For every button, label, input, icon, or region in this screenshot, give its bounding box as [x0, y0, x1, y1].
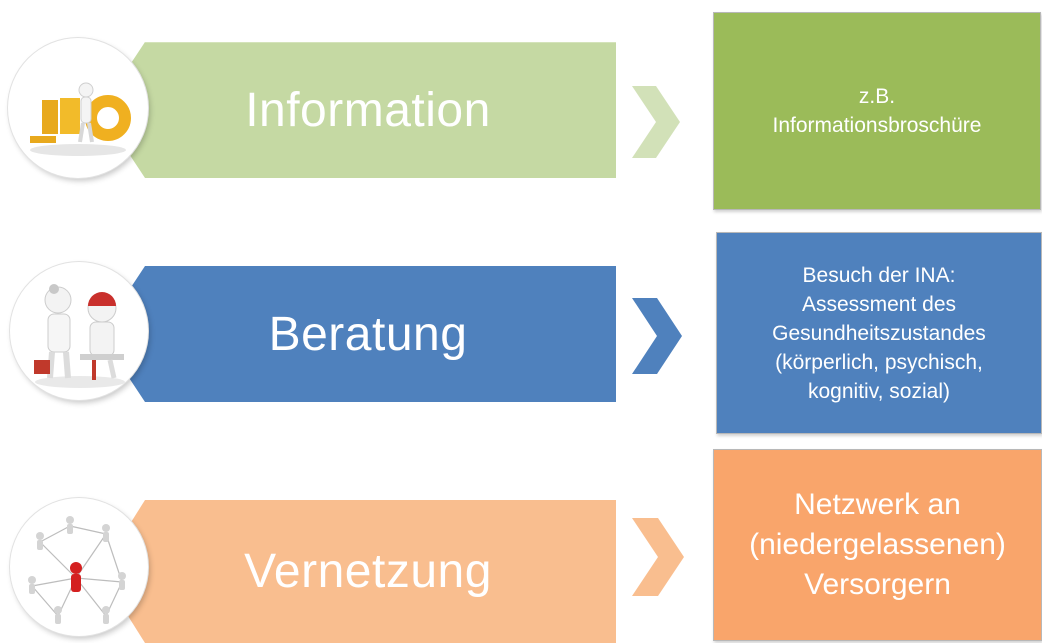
- banner-beratung: Beratung: [100, 266, 616, 402]
- detail-line: Netzwerk an: [794, 488, 961, 521]
- detail-box-information: z.B. Informationsbroschüre: [713, 12, 1041, 210]
- detail-line: (körperlich, psychisch,: [775, 350, 983, 374]
- chevron-right-icon: [632, 86, 680, 158]
- detail-line: Besuch der INA:: [802, 263, 956, 287]
- detail-line: Versorgern: [804, 568, 951, 601]
- detail-line: z.B.: [858, 85, 896, 108]
- detail-box-beratung: Besuch der INA: Assessment des Gesundhei…: [716, 232, 1042, 434]
- detail-line: Informationsbroschüre: [772, 114, 982, 137]
- banner-label: Information: [245, 84, 491, 137]
- detail-line: (niedergelassenen): [749, 528, 1006, 561]
- detail-line: Gesundheitszustandes: [772, 321, 986, 345]
- chevron-right-icon: [632, 518, 684, 596]
- detail-line: Assessment des: [801, 292, 957, 316]
- banner-vernetzung: Vernetzung: [100, 500, 616, 643]
- detail-line: kognitiv, sozial): [807, 379, 950, 403]
- info-figures-icon: [8, 38, 148, 178]
- banner-label: Vernetzung: [244, 545, 492, 598]
- chevron-right-icon: [632, 298, 682, 374]
- banner-label: Beratung: [268, 307, 468, 361]
- network-people-icon: [10, 498, 148, 636]
- doctor-patient-icon: [10, 262, 148, 400]
- banner-information: Information: [100, 42, 616, 178]
- detail-box-vernetzung: Netzwerk an (niedergelassenen) Versorger…: [713, 449, 1042, 641]
